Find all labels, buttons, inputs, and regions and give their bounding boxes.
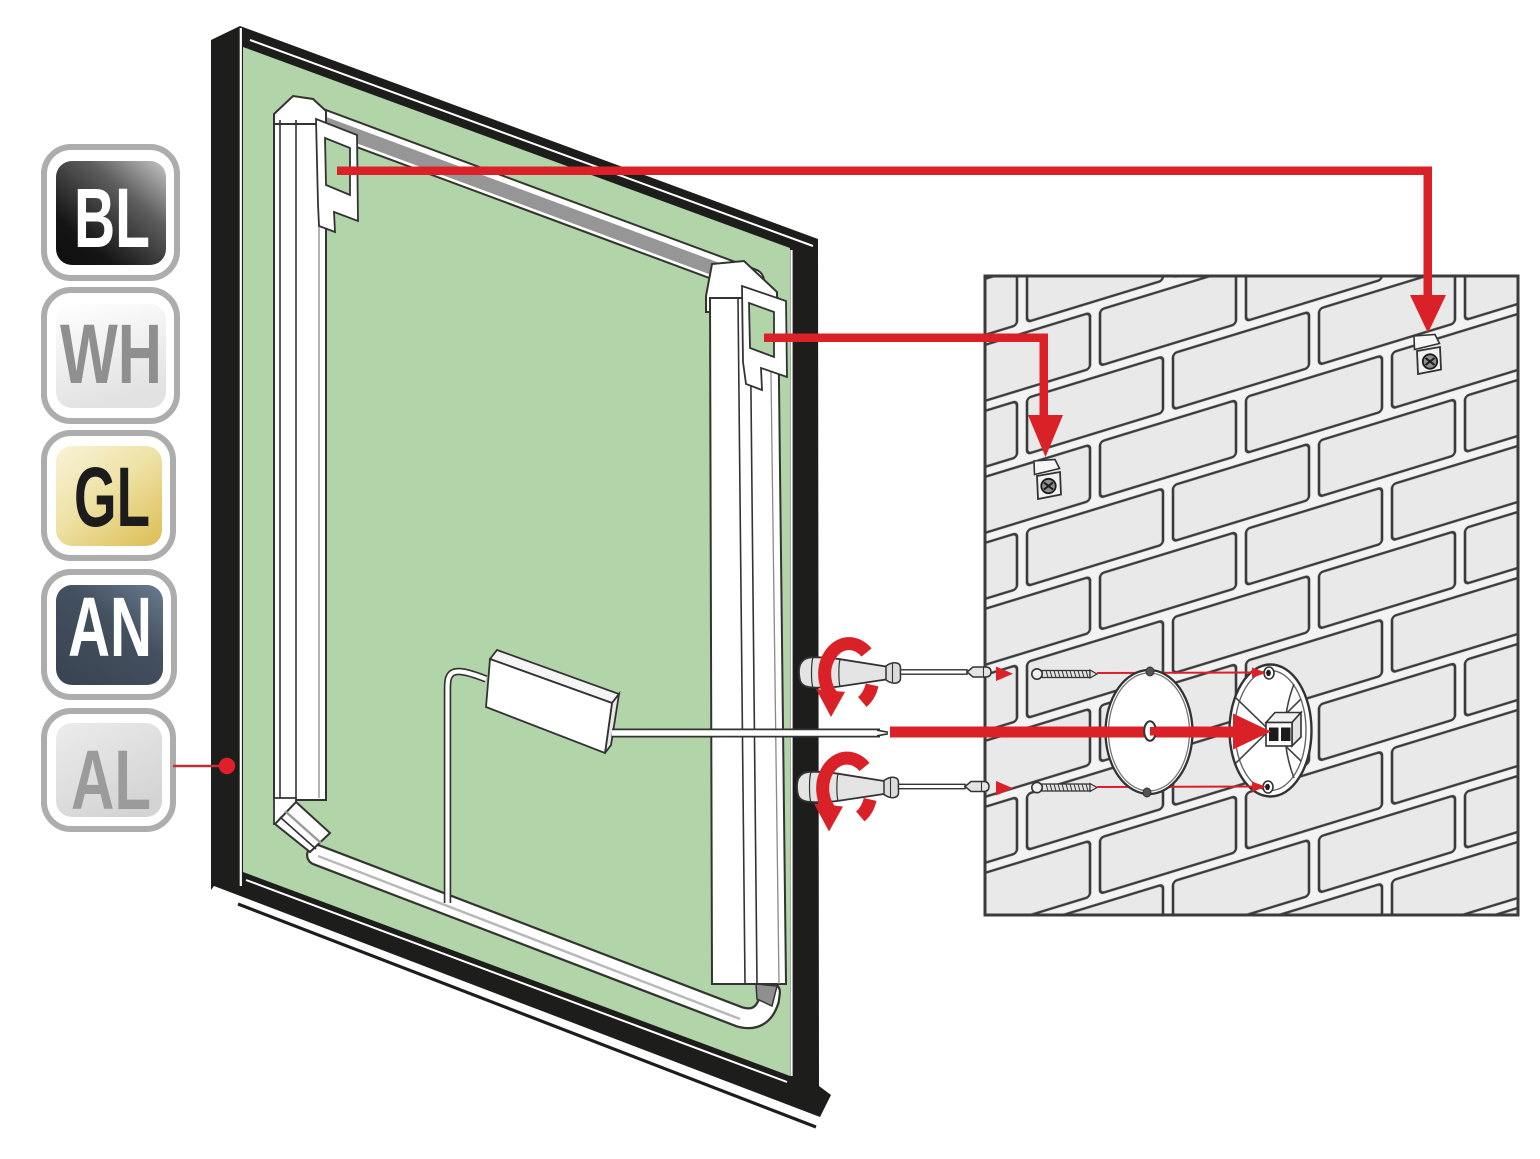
svg-text:WH: WH	[60, 307, 162, 401]
svg-text:GL: GL	[74, 450, 150, 544]
svg-text:AN: AN	[68, 580, 152, 674]
svg-text:BL: BL	[74, 171, 150, 265]
svg-text:AL: AL	[71, 733, 151, 827]
